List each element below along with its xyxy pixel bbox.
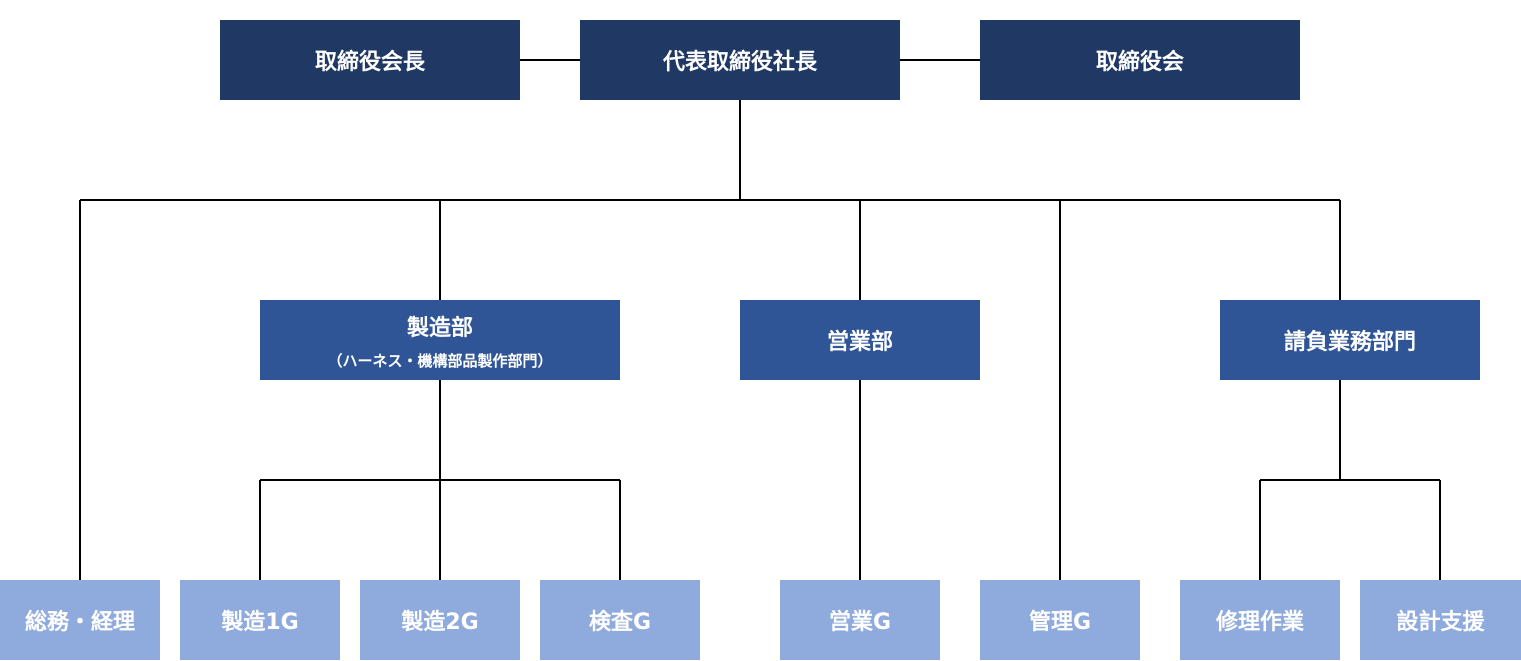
box-label: 営業G [828,610,892,635]
box-label: 代表取締役社長 [662,50,817,75]
box-manufacturing-dept: 製造部 （ハーネス・機構部品製作部門） [260,300,620,380]
box-label: 設計支援 [1396,610,1485,635]
box-repair: 修理作業 [1180,580,1340,660]
box-label: 製造部 [406,315,473,341]
box-label: 取締役会長 [314,50,425,75]
box-label: 総務・経理 [24,610,135,635]
box-mfg1: 製造1G [180,580,340,660]
box-label: 請負業務部門 [1283,330,1416,355]
box-design: 設計支援 [1360,580,1521,660]
box-label: 管理G [1028,610,1092,635]
box-label: 取締役会 [1095,50,1184,75]
box-sales-dept: 営業部 [740,300,980,380]
box-label: 修理作業 [1215,610,1304,635]
box-label: 製造2G [401,610,479,635]
box-mfg2: 製造2G [360,580,520,660]
box-label: 営業部 [826,330,893,355]
box-board: 取締役会 [980,20,1300,100]
box-management-group: 管理G [980,580,1140,660]
box-sales-group: 営業G [780,580,940,660]
box-president: 代表取締役社長 [580,20,900,100]
box-contract-dept: 請負業務部門 [1220,300,1480,380]
box-label: 製造1G [221,610,299,635]
box-sublabel: （ハーネス・機構部品製作部門） [327,351,553,370]
box-chairman: 取締役会長 [220,20,520,100]
box-label: 検査G [588,610,652,635]
box-general-affairs: 総務・経理 [0,580,160,660]
box-inspection: 検査G [540,580,700,660]
